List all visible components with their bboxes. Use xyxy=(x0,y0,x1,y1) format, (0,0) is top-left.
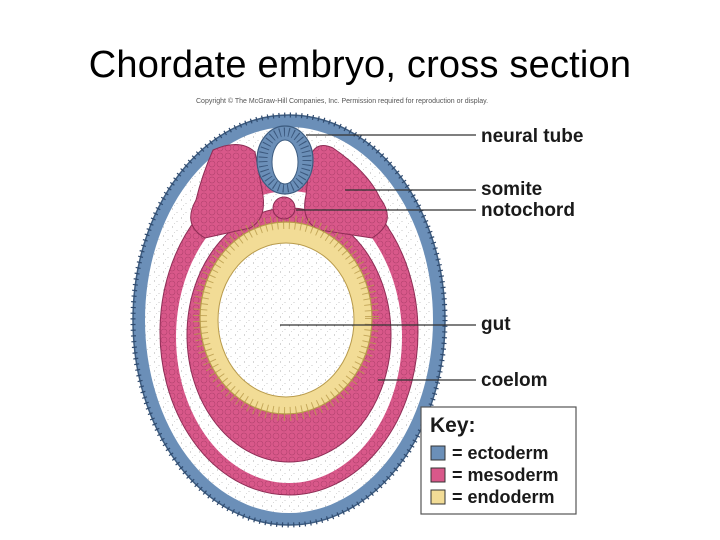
key-mesoderm: = mesoderm xyxy=(452,465,559,485)
slide-title: Chordate embryo, cross section xyxy=(88,44,632,86)
copyright-notice: Copyright © The McGraw-Hill Companies, I… xyxy=(196,98,489,105)
label-coelom: coelom xyxy=(481,370,548,391)
ectoderm-swatch xyxy=(430,445,446,461)
key-legend: Key: = ectoderm = mesoderm = endoderm xyxy=(420,406,577,515)
key-title: Key: xyxy=(430,414,476,437)
label-notochord: notochord xyxy=(481,200,575,221)
label-somite: somite xyxy=(481,179,542,200)
key-endoderm: = endoderm xyxy=(452,487,555,507)
neural-tube-lumen xyxy=(271,139,299,185)
label-gut: gut xyxy=(481,314,511,335)
label-neural-tube: neural tube xyxy=(481,126,583,147)
endoderm-swatch xyxy=(430,489,446,505)
key-ectoderm: = ectoderm xyxy=(452,443,549,463)
mesoderm-swatch xyxy=(430,467,446,483)
